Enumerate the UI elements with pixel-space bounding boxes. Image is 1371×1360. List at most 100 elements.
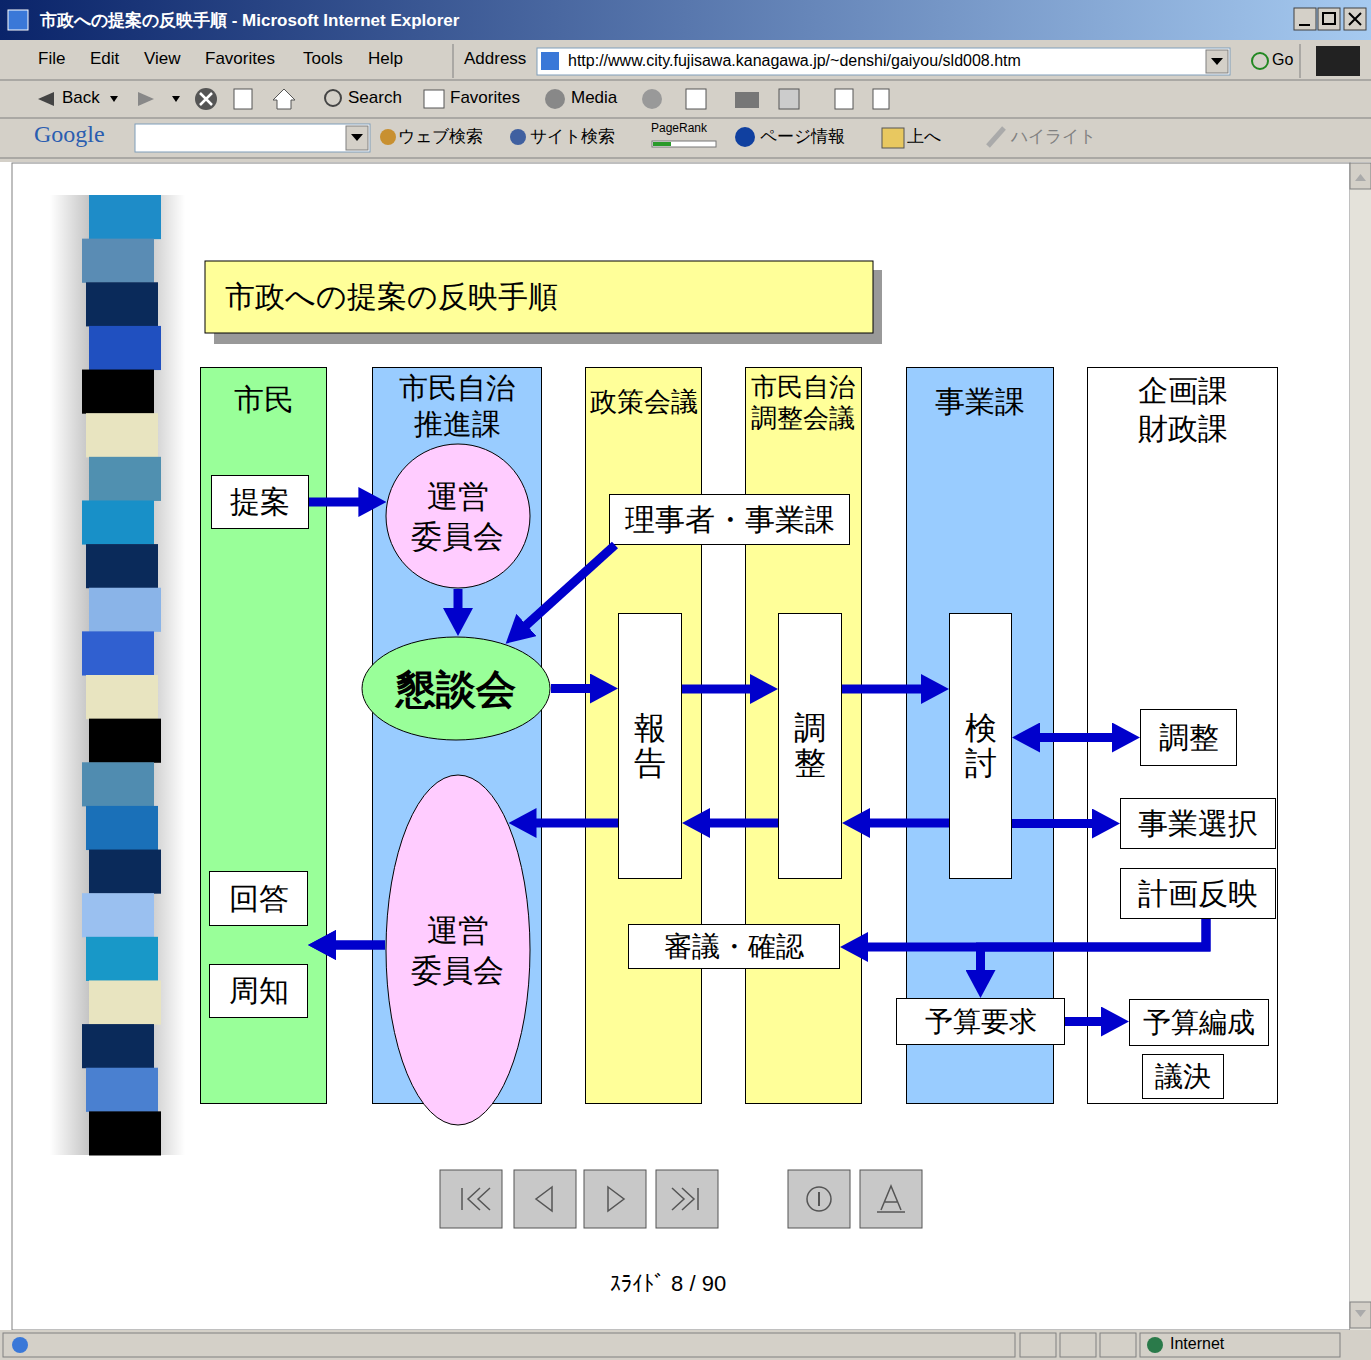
flow-arrow (309, 498, 366, 507)
stripe (89, 850, 161, 894)
swimlane: 事業課検討 (906, 367, 1054, 1104)
node-label: 報告 (634, 711, 666, 781)
lane-heading: 企画課 財政課 (1129, 372, 1237, 447)
process-box: 調整 (1140, 709, 1237, 766)
windows-logo (1316, 46, 1360, 76)
process-box: 議決 (1142, 1054, 1224, 1099)
toolbar-button: サイト検索 (530, 127, 615, 147)
toolbar-button: ウェブ検索 (398, 127, 483, 147)
stripe (89, 719, 161, 763)
stripe (82, 893, 154, 937)
toolbar-separators (0, 44, 1371, 158)
app-icon (8, 10, 28, 30)
meeting-ellipse: 懇談会 (361, 636, 551, 741)
stripe (86, 937, 158, 981)
stripe (82, 1024, 154, 1068)
dropdown-arrow (351, 134, 363, 141)
node-label: 計画反映 (1138, 876, 1258, 912)
decorative-column (50, 195, 185, 1155)
slide-title: 市政への提案の反映手順 (225, 277, 558, 318)
slide-counter: ｽﾗｲﾄﾞ 8 / 90 (610, 1271, 726, 1296)
window-title: 市政への提案の反映手順 - Microsoft Internet Explore… (40, 11, 459, 31)
flow-arrow (454, 589, 463, 616)
flow-arrow (860, 919, 1206, 947)
title-box (205, 261, 873, 333)
go-button: Go (1272, 51, 1293, 69)
process-box: 予算要求 (896, 998, 1065, 1045)
lane-heading: 政策会議 (586, 386, 701, 418)
menu-item: Edit (90, 49, 119, 69)
ellipse-outline (385, 443, 531, 589)
stripe (86, 282, 158, 326)
toolbar-button: Media (571, 88, 617, 108)
process-box: 検討 (949, 613, 1012, 879)
node-label: 検討 (965, 711, 997, 781)
lane-heading: 市民自治 調整会議 (746, 372, 860, 434)
stripe (89, 588, 161, 632)
go-icon (1252, 53, 1268, 69)
node-label: 審議・確認 (664, 930, 804, 964)
node-label: 調整 (1159, 720, 1219, 756)
committee-circle: 運営 委員会 (385, 443, 531, 589)
toolbar-button: 上へ (907, 127, 941, 147)
lane-heading: 事業課 (907, 384, 1053, 420)
content-area (12, 163, 1350, 1330)
stripe (89, 195, 161, 239)
node-label: 理事者・事業課 (625, 502, 835, 538)
search-field (135, 124, 370, 152)
process-box: 報告 (618, 613, 682, 879)
toolbar-area (0, 40, 1371, 162)
stripe (86, 675, 158, 719)
committee-ellipse: 運営 委員会 (385, 774, 531, 1126)
lane-heading: 市民 (201, 382, 326, 418)
flow-arrow (682, 685, 758, 694)
swimlane: 市民自治 推進課運営 委員会懇談会運営 委員会 (372, 367, 542, 1104)
swimlane: 市民提案回答周知 (200, 367, 327, 1104)
stripe (82, 631, 154, 675)
google-logo: Google (34, 121, 105, 149)
status-icon (12, 1337, 28, 1353)
toolbar-button: Search (348, 88, 402, 108)
stripe (86, 544, 158, 588)
flow-arrow (842, 685, 929, 694)
flow-arrow (1012, 819, 1100, 828)
stripe (89, 980, 161, 1024)
toolbar-button: Back (62, 88, 100, 108)
dropdown-arrow (1211, 58, 1223, 65)
node-label: 議決 (1155, 1060, 1211, 1094)
address-label: Address (464, 49, 526, 69)
address-field (537, 48, 1230, 75)
stripe (82, 500, 154, 544)
flow-arrow (328, 941, 385, 950)
stripe (86, 1068, 158, 1112)
node-label: 予算編成 (1143, 1006, 1255, 1040)
menu-item: Tools (303, 49, 343, 69)
flow-arrow (328, 941, 385, 950)
stripe (86, 413, 158, 457)
dropdown-button (346, 126, 368, 150)
process-box: 理事者・事業課 (609, 494, 850, 545)
node-label: 周知 (229, 973, 289, 1009)
flow-arrow (1065, 1017, 1109, 1026)
swimlane: 市民自治 調整会議調整 (745, 367, 862, 1104)
menu-item: View (144, 49, 181, 69)
status-bar (0, 1330, 1371, 1360)
toolbar-button: Favorites (450, 88, 520, 108)
window-buttons (1294, 8, 1366, 30)
slide-title-box: 市政への提案の反映手順 (205, 261, 873, 333)
scrollbar (1350, 163, 1371, 1330)
node-label: 回答 (229, 881, 289, 917)
menu-item: Favorites (205, 49, 275, 69)
flow-arrow (529, 819, 619, 828)
process-box: 回答 (209, 871, 308, 926)
stripe (89, 1111, 161, 1155)
process-box: 審議・確認 (628, 924, 840, 969)
status-panes (3, 1333, 1340, 1357)
stripe (82, 370, 154, 414)
flow-arrow (862, 819, 949, 828)
process-box: 提案 (211, 475, 309, 529)
flow-arrow (551, 684, 598, 693)
process-box: 調整 (778, 613, 842, 879)
